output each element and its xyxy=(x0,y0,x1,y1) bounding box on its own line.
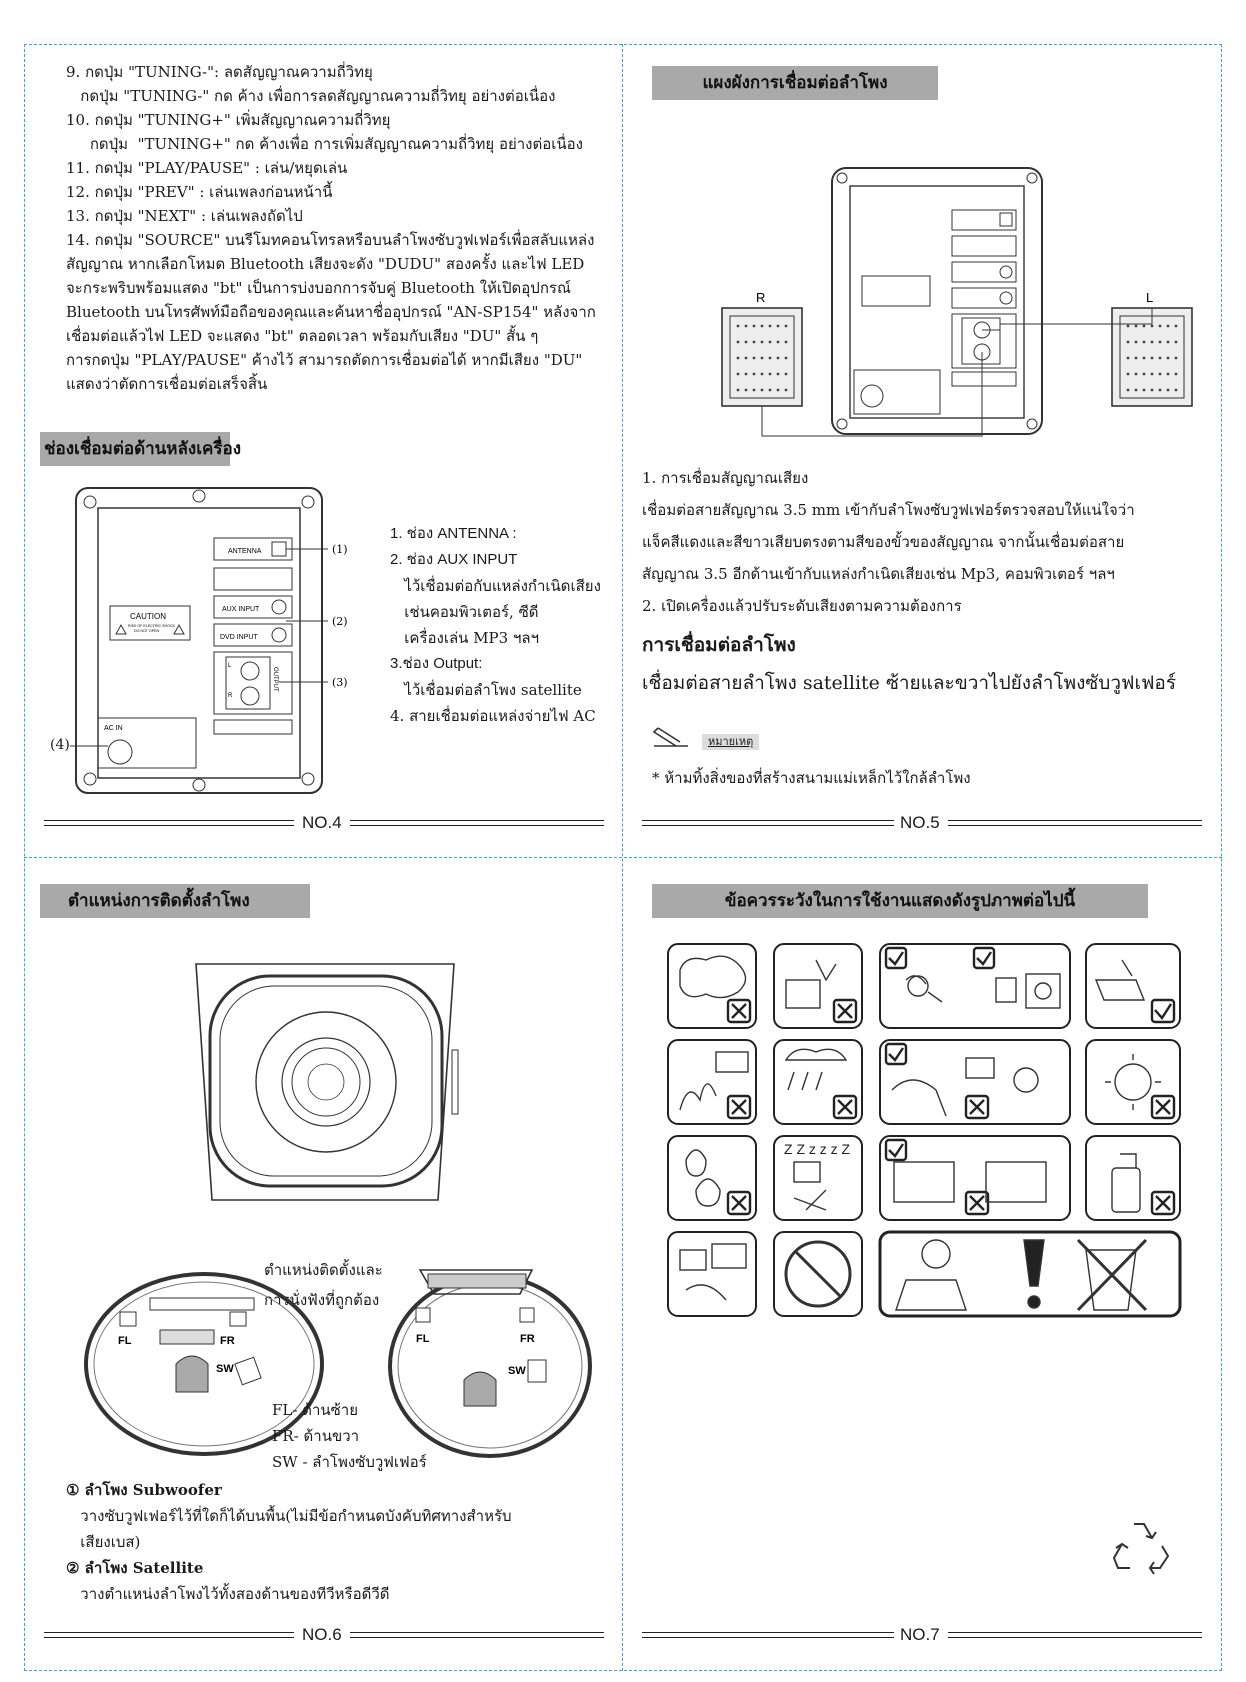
horizontal-divider xyxy=(24,857,1222,858)
p5-l-label: L xyxy=(1146,290,1153,305)
panel-aux-label: AUX INPUT xyxy=(222,606,260,613)
subwoofer-top-view xyxy=(195,963,459,1201)
p4-page-number: NO.4 xyxy=(302,813,342,832)
p4-line-5: 11. กดปุ่ม "PLAY/PAUSE" : เล่น/หยุดเล่น xyxy=(66,159,348,177)
svg-text:Z Z z z z Z: Z Z z z z Z xyxy=(784,1141,851,1157)
p5-r-label: R xyxy=(756,290,765,305)
room-layout-right: FL FR SW xyxy=(388,1269,592,1458)
p6-footer: NO.6 xyxy=(44,1625,604,1644)
p4-line-8: 14. กดปุ่ม "SOURCE" บนรีโมทคอนโทรลหรือบน… xyxy=(66,231,595,249)
p5-connect-text: เชื่อมต่อสายลำโพง satellite ซ้ายและขวาไป… xyxy=(642,672,1177,694)
p4-legend-7: ไว้เชื่อมต่อลำโพง satellite xyxy=(390,681,582,699)
p6-item1-line2: เสียงเบส) xyxy=(66,1533,141,1551)
p4-line-13: การกดปุ่ม "PLAY/PAUSE" ค้างไว้ สามารถตัด… xyxy=(66,351,583,369)
p6-legend-3: SW - ลำโพงซับวูฟเฟอร์ xyxy=(272,1453,427,1471)
p5-line-3: แจ็คสีแดงและสีขาวเสียบตรงตามสีของขั้วของ… xyxy=(642,533,1125,551)
p4-line-12: เชื่อมต่อแล้วไฟ LED จะแสดง "bt" ตลอดเวลา… xyxy=(66,327,539,345)
p4-heading: ช่องเชื่อมต่อด้านหลังเครื่อง xyxy=(40,432,241,466)
speaker-connection-diagram: R L xyxy=(721,167,1193,437)
p4-line-9: สัญญาณ หากเลือกโหมด Bluetooth เสียงจะดัง… xyxy=(66,255,585,273)
p6-item1-title: ① ลำโพง Subwoofer xyxy=(66,1481,222,1499)
p4-line-10: จะกระพริบพร้อมแสดง "bt" เป็นการบ่งบอกการ… xyxy=(66,279,571,297)
p5-subheading: การเชื่อมต่อลำโพง xyxy=(642,634,796,656)
p6-legend-2: FR- ด้านขวา xyxy=(272,1427,360,1445)
p4-legend-2: 2. ช่อง AUX INPUT xyxy=(390,551,518,568)
p4-line-4: กดปุ่ม "TUNING+" กด ค้างเพื่อ การเพิ่มสั… xyxy=(66,135,583,153)
p6-legend-1: FL- ด้านซ้าย xyxy=(272,1401,359,1419)
p4-legend-1: 1. ช่อง ANTENNA : xyxy=(390,525,517,542)
p6-item2-line1: วางตำแหน่งลำโพงไว้ทั้งสองด้านของทีวีหรือ… xyxy=(66,1585,390,1603)
left-sw-label: SW xyxy=(216,1363,234,1375)
p5-note-label: หมายเหตุ xyxy=(702,734,760,750)
p4-line-6: 12. กดปุ่ม "PREV" : เล่นเพลงก่อนหน้านี้ xyxy=(66,183,333,201)
left-fr-label: FR xyxy=(220,1335,235,1347)
p4-legend-6: 3.ช่อง Output: xyxy=(390,655,483,672)
right-fl-label: FL xyxy=(416,1333,430,1345)
safety-icons-grid: Z Z z z z Z xyxy=(667,943,1182,1318)
panel-caution-sub2: DO NOT OPEN xyxy=(134,629,159,633)
panel-acin-label: AC IN xyxy=(104,725,123,732)
p5-line-1: 1. การเชื่อมสัญญาณเสียง xyxy=(642,469,809,487)
p4-legend-4: เช่นคอมพิวเตอร์, ซีดี xyxy=(390,603,539,621)
callout-1: (1) xyxy=(332,543,348,556)
p6-page-number: NO.6 xyxy=(302,1625,342,1644)
room-layout-left: FL FR SW xyxy=(84,1272,324,1456)
panel-caution-sub1: RISK OF ELECTRIC SHOCK xyxy=(128,624,176,628)
p5-line-2: เชื่อมต่อสายสัญญาณ 3.5 mm เข้ากับลำโพงซั… xyxy=(642,501,1135,519)
p4-line-3: 10. กดปุ่ม "TUNING+" เพิ่มสัญญาณความถี่ว… xyxy=(66,111,391,129)
panel-dvd-label: DVD INPUT xyxy=(220,634,258,641)
p5-heading: แผงผังการเชื่อมต่อลำโพง xyxy=(652,66,938,100)
panel-antenna-label: ANTENNA xyxy=(228,548,262,555)
p5-line-4: สัญญาณ 3.5 อีกด้านเข้ากับแหล่งกำเนิดเสีย… xyxy=(642,565,1115,583)
p4-line-2: กดปุ่ม "TUNING-" กด ค้าง เพื่อการลดสัญญา… xyxy=(66,87,556,105)
right-sw-label: SW xyxy=(508,1365,526,1377)
p6-item2-title: ② ลำโพง Satellite xyxy=(66,1559,204,1577)
p5-note-text: * ห้ามทิ้งสิ่งของที่สร้างสนามแม่เหล็กไว้… xyxy=(652,769,971,787)
p7-heading: ข้อควรระวังในการใช้งานแสดงดังรูปภาพต่อไป… xyxy=(652,884,1148,918)
panel-l-label: L xyxy=(228,663,232,669)
panel-caution-label: CAUTION xyxy=(130,612,166,621)
right-fr-label: FR xyxy=(520,1333,535,1345)
panel-r-label: R xyxy=(228,693,233,699)
left-fl-label: FL xyxy=(118,1335,132,1347)
callout-3: (3) xyxy=(332,676,348,689)
p4-line-1: 9. กดปุ่ม "TUNING-": ลดสัญญาณความถี่วิทย… xyxy=(66,63,373,81)
callout-2: (2) xyxy=(332,615,348,628)
recycle-icon xyxy=(1112,1523,1170,1575)
p5-footer: NO.5 xyxy=(642,813,1202,832)
p6-item1-line1: วางซับวูฟเฟอร์ไว้ที่ใดก็ได้บนพื้น(ไม่มีข… xyxy=(66,1507,512,1525)
p4-footer: NO.4 xyxy=(44,813,604,832)
p4-line-11: Bluetooth บนโทรศัพท์มือถือของคุณและค้นหา… xyxy=(66,303,596,321)
panel-output-label: OUTPUT xyxy=(272,667,278,692)
p7-page-number: NO.7 xyxy=(900,1625,940,1644)
p6-heading: ตำแหน่งการติดตั้งลำโพง xyxy=(40,884,310,918)
p5-line-5: 2. เปิดเครื่องแล้วปรับระดับเสียงตามความต… xyxy=(642,597,962,615)
p6-placement-1: ตำแหน่งติดตั้งและ xyxy=(264,1261,383,1279)
callout-4: (4) xyxy=(50,737,70,753)
p5-page-number: NO.5 xyxy=(900,813,940,832)
p4-line-7: 13. กดปุ่ม "NEXT" : เล่นเพลงถัดไป xyxy=(66,207,303,225)
rear-panel-drawing: ANTENNA AUX INPUT DVD INPUT CAUTION RISK… xyxy=(70,487,348,794)
p4-legend-5: เครื่องเล่น MP3 ฯลฯ xyxy=(390,629,539,647)
note-pencil-icon xyxy=(652,727,688,747)
p4-legend-8: 4. สายเชื่อมต่อแหล่งจ่ายไฟ AC xyxy=(390,707,596,725)
p4-line-14: แสดงว่าตัดการเชื่อมต่อเสร็จสิ้น xyxy=(66,375,268,393)
p7-footer: NO.7 xyxy=(642,1625,1202,1644)
p4-legend-3: ไว้เชื่อมต่อกับแหล่งกำเนิดเสียง xyxy=(390,577,601,595)
